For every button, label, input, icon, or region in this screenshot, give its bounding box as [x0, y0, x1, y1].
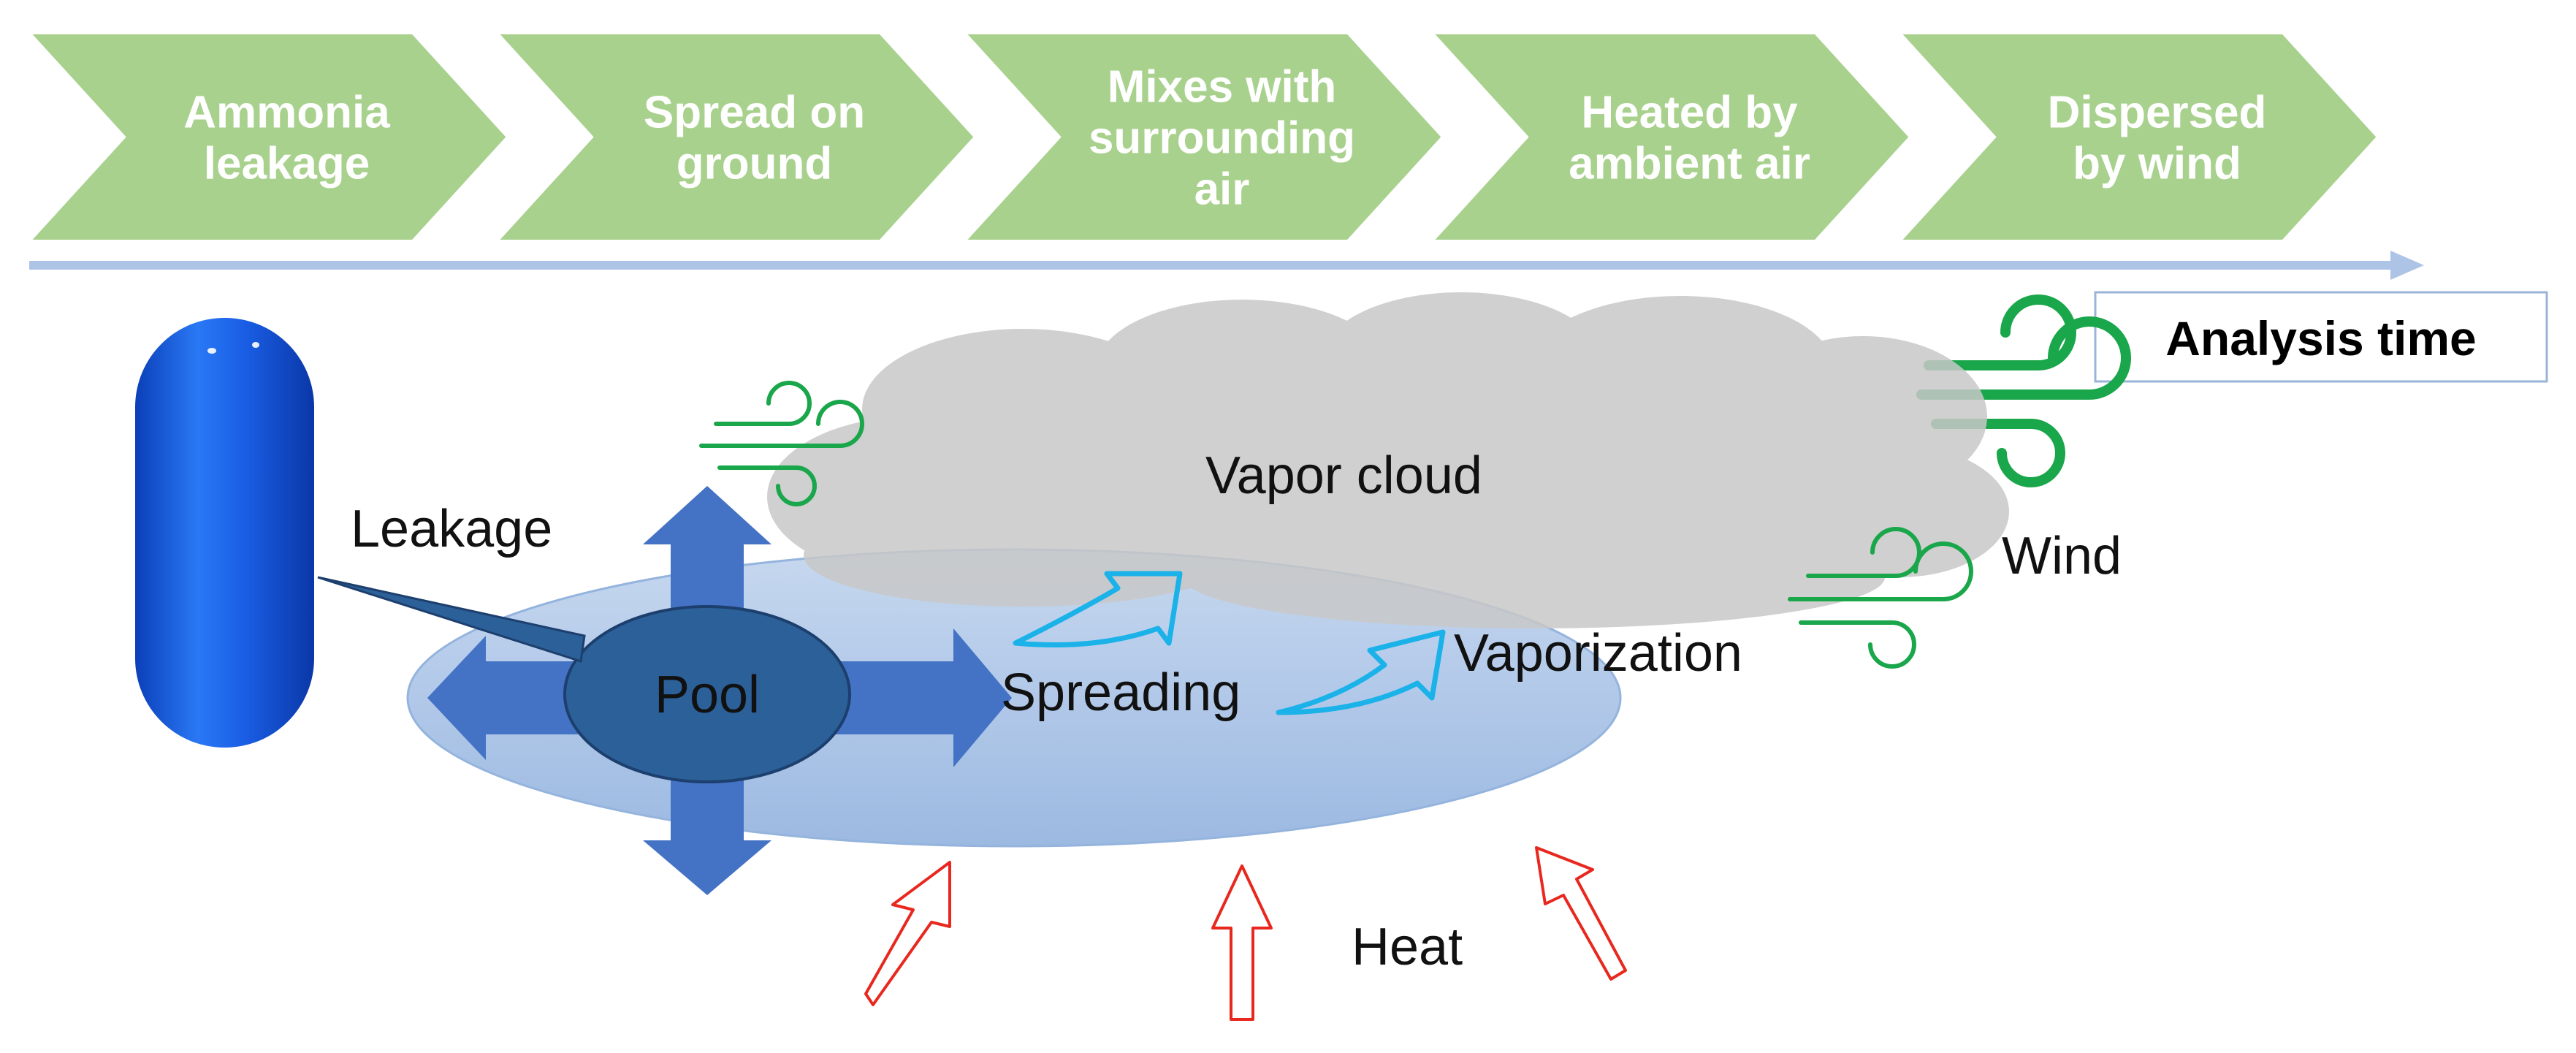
- process-step-2: [493, 31, 978, 243]
- process-step-3-line-2: surrounding: [1089, 113, 1355, 164]
- process-step-4-line-2: ambient air: [1569, 139, 1810, 189]
- pool-label: Pool: [655, 666, 760, 724]
- vaporization-label: Vaporization: [1454, 624, 1742, 683]
- wind-label: Wind: [2002, 527, 2122, 585]
- spreading-label: Spreading: [1001, 664, 1241, 722]
- process-step-5-line-1: Dispersed: [2048, 88, 2267, 138]
- leakage-pointer: [317, 576, 586, 663]
- analysis-time-box: Analysis time: [2094, 291, 2548, 383]
- heat-arrow-1: [864, 861, 951, 1006]
- process-step-5: [1896, 31, 2380, 243]
- vapor-cloud: [767, 292, 2009, 628]
- process-step-3: [961, 31, 1445, 243]
- process-step-5-line-2: by wind: [2073, 139, 2241, 189]
- process-step-1: [26, 31, 510, 243]
- process-step-2-line-1: Spread on: [644, 88, 865, 138]
- wind-icon-large: [1916, 294, 2131, 487]
- process-step-3-line-3: air: [1194, 164, 1250, 215]
- heat-arrow-3: [1535, 846, 1627, 981]
- pool-center: [563, 605, 851, 783]
- process-step-4: [1428, 31, 1913, 243]
- leakage-label: Leakage: [351, 500, 552, 558]
- process-step-1-line-1: Ammonia: [183, 88, 390, 138]
- heat-arrow-2: [1211, 864, 1273, 1021]
- vapor-cloud-label: Vapor cloud: [1205, 446, 1482, 505]
- analysis-time-label: Analysis time: [2165, 311, 2477, 365]
- wind-icon-small-left: [699, 381, 864, 506]
- process-step-4-line-1: Heated by: [1581, 88, 1798, 138]
- heat-arrows: [864, 846, 1627, 1021]
- curved-arrows: [1013, 571, 1446, 715]
- process-step-1-line-2: leakage: [204, 139, 370, 189]
- timeline-arrow: [29, 251, 2424, 280]
- heat-label: Heat: [1352, 918, 1463, 976]
- process-step-3-line-1: Mixes with: [1108, 62, 1337, 113]
- wind-icon-right: [1788, 527, 1973, 669]
- process-step-2-line-2: ground: [677, 139, 833, 189]
- ammonia-tank: [135, 318, 314, 748]
